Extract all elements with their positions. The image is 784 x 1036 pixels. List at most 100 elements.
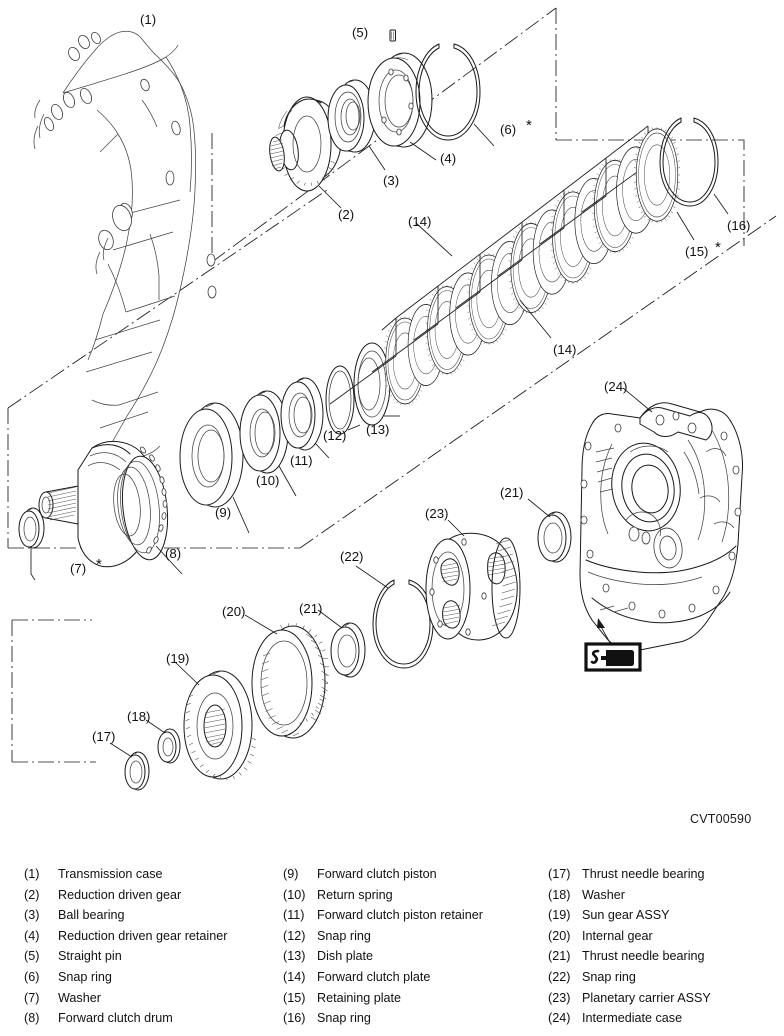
callout-number: (19) [166,651,189,666]
legend-label: Straight pin [58,949,122,964]
legend-label: Snap ring [582,969,636,984]
callout-asterisk: * [526,117,532,134]
callout-number: (1) [140,12,156,27]
callout-number: (13) [366,422,389,437]
exploded-diagram: .ln{fill:none;stroke:#1a1a1a;stroke-widt… [7,7,777,791]
legend-row: (3) Ball bearing [24,905,227,926]
legend-label: Intermediate case [582,1011,683,1026]
part-washer-18 [145,719,181,764]
legend-row: (21) Thrust needle bearing [548,946,711,967]
legend-number: (14) [283,969,306,984]
part-intermediate-case [579,387,743,651]
legend-number: (17) [548,867,571,881]
legend-row: (22) Snap ring [548,967,711,988]
part-thrust-needle-bearing-21b [527,498,572,563]
part-return-spring [239,390,297,497]
part-forward-clutch-plate-stack [329,125,656,407]
legend-row: (23)Planetary carrier ASSY [548,988,711,1009]
legend-number: (13) [283,949,306,964]
legend-number: (19) [548,908,571,923]
callout-number: (10) [256,473,279,488]
legend-number: (2) [24,887,40,902]
legend-column-2: (9)Forward clutch piston (10) Return sprin… [283,864,483,1029]
legend-number: (20) [548,928,571,943]
legend-label: Ball bearing [58,908,125,923]
part-forward-clutch-piston [179,402,250,534]
callout-number: (4) [440,151,456,166]
legend-label: Dish plate [317,949,374,964]
part-washer-7 [18,507,45,581]
part-thrust-needle-bearing-17 [109,742,150,791]
legend-row: (6) Snap ring [24,967,227,988]
legend-row: (24)Intermediate case [548,1008,711,1029]
callout-number: (6) [500,122,516,137]
legend-number: (5) [24,949,40,964]
legend-row: (7)Washer [24,988,227,1009]
callout-asterisk: * [715,239,721,256]
callout-number: (21) [299,601,322,616]
legend-number: (16) [283,1011,306,1026]
callout-number: (9) [215,505,231,520]
legend-label: Thrust needle bearing [582,949,705,964]
legend-number: (7) [24,990,40,1005]
callout-number: (18) [127,709,150,724]
legend-label: Snap ring [317,1011,371,1026]
legend-label: Washer [582,887,625,902]
legend-row: (1) Transmission case [24,864,227,885]
legend-row: (11) Forward clutch piston retainer [283,905,483,926]
legend-label: Transmission case [58,867,163,881]
callout-asterisk: * [96,556,102,573]
part-transmission-case [33,30,217,458]
legend-label: Return spring [317,887,393,902]
part-thrust-needle-bearing-21a [317,609,366,678]
legend-number: (11) [283,908,305,923]
legend-number: (3) [24,908,40,923]
legend-label: Forward clutch drum [58,1011,173,1026]
part-planetary-carrier-assy [425,519,521,641]
parts-legend: (1)Transmission case(2)Reduction driven … [0,864,784,1036]
callout-number: (17) [92,729,115,744]
legend-row: (8) Forward clutch drum [24,1008,227,1029]
callout-number: (15) [685,244,708,259]
callout-number: (21) [500,485,523,500]
legend-row: (10) Return spring [283,885,483,906]
callout-number: (3) [383,173,399,188]
callout-number: (7) [70,561,86,576]
legend-label: Snap ring [58,969,112,984]
part-snap-ring-22 [355,565,434,669]
legend-row: (9)Forward clutch piston [283,864,483,885]
legend-row: (13) Dish plate [283,946,483,967]
callout-number-layer: (1)(2)(3)(4)(5)(6)*(7)*(8)(9)(10)(11)(12… [70,12,750,744]
part-forward-clutch-piston-retainer [280,377,330,459]
part-snap-ring-16 [659,117,729,215]
legend-label: Snap ring [317,928,371,943]
legend-label: Forward clutch piston retainer [317,908,483,923]
legend-number: (4) [24,928,40,943]
legend-row: (12)Snap ring [283,926,483,947]
part-ball-bearing [327,79,386,171]
legend-row: (14)Forward clutch plate [283,967,483,988]
legend-row: (5) Straight pin [24,946,227,967]
legend-number: (1) [24,867,40,881]
callout-number: (2) [338,207,354,222]
legend-column-3: (17)Thrust needle bearing(18)Washer(19)S… [548,864,711,1029]
callout-number: (20) [222,604,245,619]
part-straight-pin [389,29,396,42]
legend-number: (21) [548,949,571,964]
legend-label: Internal gear [582,928,653,943]
legend-number: (10) [283,887,306,902]
callout-number: (8) [165,546,181,561]
legend-number: (8) [24,1011,40,1026]
figure-id-label: CVT00590 [690,812,752,826]
legend-number: (22) [548,969,571,984]
callout-number: (14) [408,214,431,229]
part-reduction-driven-gear-retainer [367,52,437,161]
legend-row: (4)Reduction driven gear retainer [24,926,227,947]
part-forward-clutch-drum [38,440,183,575]
callout-number: (16) [727,218,750,233]
callout-number: (14) [553,342,576,357]
callout-number: (11) [290,453,312,468]
legend-number: (6) [24,969,40,984]
part-retaining-plate [633,126,695,241]
